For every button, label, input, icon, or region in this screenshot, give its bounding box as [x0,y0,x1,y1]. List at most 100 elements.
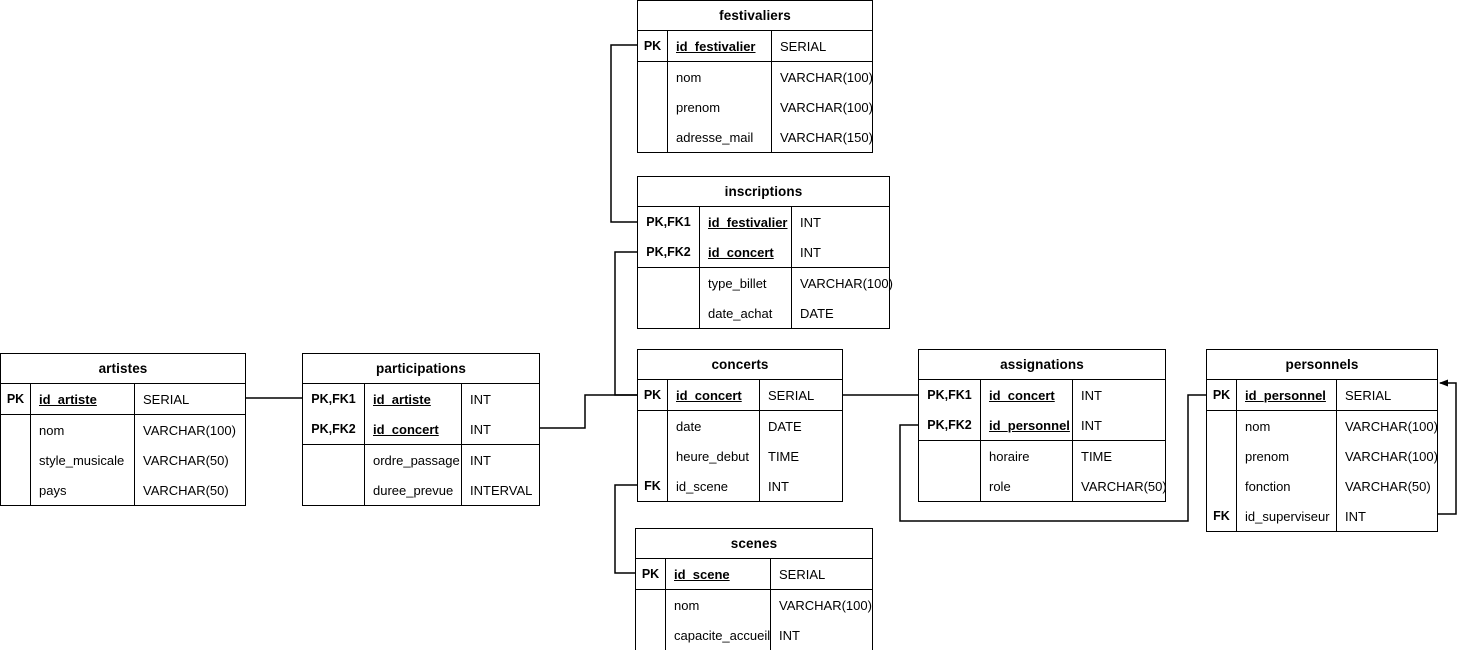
attr-name: capacite_accueil [666,620,771,650]
attr-type: VARCHAR(100) [1345,418,1438,434]
attr-key [919,471,981,501]
attr-type: VARCHAR(100) [800,275,893,291]
attr-type: VARCHAR(100) [1345,448,1438,464]
entity-title-inscriptions: inscriptions [638,177,889,207]
attr-key: FK [638,471,668,501]
attr-row: FK id_scene INT [638,471,842,501]
attr-row: PK,FK2 id_concert INT [303,414,539,444]
attr-key [638,298,700,328]
attr-row: PK,FK2 id_personnel INT [919,410,1165,440]
entity-assignations[interactable]: assignations PK,FK1 id_concert INT PK,FK… [918,349,1167,502]
attr-name: id_concert [365,414,462,444]
attr-key: PK [638,31,668,61]
attr-name-text: id_festivalier [676,38,756,54]
entity-concerts[interactable]: concerts PK id_concert SERIAL date DATE … [637,349,843,502]
attr-name: id_scene [668,471,760,501]
entity-participations[interactable]: participations PK,FK1 id_artiste INT PK,… [302,353,540,506]
attr-row: date DATE [638,411,842,441]
entity-personnels[interactable]: personnels PK id_personnel SERIAL nom VA… [1206,349,1438,532]
entity-title-participations: participations [303,354,539,384]
attr-name: prenom [668,92,772,122]
attr-row: date_achat DATE [638,298,889,328]
key-group-personnels: PK id_personnel SERIAL [1207,380,1437,411]
attr-key [638,441,668,471]
attr-row: FK id_superviseur INT [1207,501,1437,531]
attr-row: adresse_mail VARCHAR(150) [638,122,873,152]
attr-row: PK,FK1 id_concert INT [919,380,1165,410]
attr-row: PK,FK2 id_concert INT [638,237,889,267]
attr-type: DATE [768,418,802,434]
attr-name: prenom [1237,441,1337,471]
attr-group-festivaliers: nom VARCHAR(100) prenom VARCHAR(100) adr… [638,62,873,152]
attr-key: PK [638,380,668,410]
attr-row: pays VARCHAR(50) [1,475,245,505]
attr-group-inscriptions: type_billet VARCHAR(100) date_achat DATE [638,268,893,328]
attr-row: PK id_personnel SERIAL [1207,380,1437,410]
attr-row: PK id_scene SERIAL [636,559,872,589]
attr-name: nom [666,590,771,620]
entity-festivaliers[interactable]: festivaliers PK id_festivalier SERIAL no… [637,0,873,153]
attr-type: INT [470,452,491,468]
attr-name: nom [1237,411,1337,441]
attr-row: role VARCHAR(50) [919,471,1167,501]
entity-title-festivaliers: festivaliers [638,1,872,31]
rel-personnels-self-supervisor [1437,379,1457,515]
attr-row: PK,FK1 id_artiste INT [303,384,539,414]
attr-row: nom VARCHAR(100) [638,62,873,92]
attr-name: id_superviseur [1237,501,1337,531]
attr-name: style_musicale [31,445,135,475]
attr-key: PK,FK1 [919,380,981,410]
attr-type: VARCHAR(50) [143,482,229,498]
attr-group-personnels: nom VARCHAR(100) prenom VARCHAR(100) fon… [1207,411,1438,531]
attr-type: VARCHAR(50) [1081,478,1167,494]
attr-name: id_concert [981,380,1073,410]
attr-name-text: id_scene [674,566,730,582]
key-group-assignations: PK,FK1 id_concert INT PK,FK2 id_personne… [919,380,1165,441]
attr-row: PK id_festivalier SERIAL [638,31,872,61]
attr-name-text: id_personnel [989,417,1070,433]
attr-key: PK [1,384,31,414]
attr-row: capacite_accueil INT [636,620,872,650]
attr-row: prenom VARCHAR(100) [638,92,873,122]
key-group-participations: PK,FK1 id_artiste INT PK,FK2 id_concert … [303,384,539,445]
attr-type: VARCHAR(150) [780,129,873,145]
attr-key [636,620,666,650]
attr-name: id_scene [666,559,771,589]
attr-row: horaire TIME [919,441,1165,471]
attr-name-text: id_concert [676,387,742,403]
attr-key [636,590,666,620]
attr-key [638,122,668,152]
attr-type: SERIAL [1345,387,1392,403]
attr-type: SERIAL [779,566,826,582]
key-group-inscriptions: PK,FK1 id_festivalier INT PK,FK2 id_conc… [638,207,889,268]
entity-title-artistes: artistes [1,354,245,384]
attr-name: nom [31,415,135,445]
attr-type: INT [768,478,789,494]
entity-inscriptions[interactable]: inscriptions PK,FK1 id_festivalier INT P… [637,176,893,329]
attr-key: PK [636,559,666,589]
attr-type: INT [470,391,491,407]
attr-type: INT [470,421,491,437]
attr-name: type_billet [700,268,792,298]
attr-name: id_concert [700,237,792,267]
attr-key [638,268,700,298]
attr-group-assignations: horaire TIME role VARCHAR(50) [919,441,1167,501]
attr-key [919,441,981,471]
attr-name-text: id_personnel [1245,387,1326,403]
attr-key: PK [1207,380,1237,410]
attr-type: INT [1345,508,1366,524]
entity-artistes[interactable]: artistes PK id_artiste SERIAL nom VARCHA… [0,353,246,506]
attr-group-participations: ordre_passage INT duree_prevue INTERVAL [303,445,539,505]
attr-type: INT [1081,387,1102,403]
entity-scenes[interactable]: scenes PK id_scene SERIAL nom VARCHAR(10… [635,528,873,650]
attr-row: PK,FK1 id_festivalier INT [638,207,889,237]
attr-key [638,411,668,441]
rel-concerts-inscriptions [614,251,637,396]
attr-name: id_festivalier [668,31,772,61]
attr-type: VARCHAR(100) [143,422,236,438]
attr-name: horaire [981,441,1073,471]
attr-name: heure_debut [668,441,760,471]
attr-name: id_personnel [1237,380,1337,410]
attr-key [303,475,365,505]
entity-title-scenes: scenes [636,529,872,559]
